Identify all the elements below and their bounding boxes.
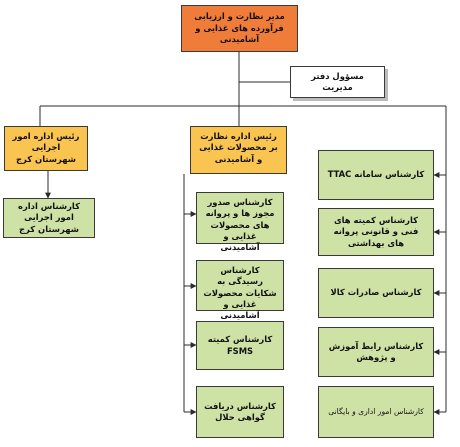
- direct-staff-5-box: کارشناس امور اداری و بایگانی: [318, 386, 434, 438]
- food-staff-1-box: کارشناس صدور مجوز ها و پروانه های محصولا…: [196, 192, 284, 252]
- food-head-label: رئیس اداره نظارت بر محصولات غذایی و آشام…: [199, 131, 278, 164]
- direct-staff-3-label: کارشناس صادرات کالا: [330, 287, 422, 298]
- direct-staff-2-box: کارشناس کمیته های فنی و قانونی پروانه ها…: [318, 208, 434, 256]
- exec-expert-box: کارشناس اداره امور اجرایی شهرستان کرج: [3, 198, 95, 238]
- food-staff-4-label: کارشناس دریافت گواهی حلال: [204, 400, 276, 422]
- direct-staff-3-box: کارشناس صادرات کالا: [318, 268, 434, 318]
- direct-staff-4-label: کارشناس رابط آموزش و پژوهش: [328, 340, 424, 362]
- direct-staff-4-box: کارشناس رابط آموزش و پژوهش: [318, 327, 434, 377]
- exec-head-box: رئیس اداره امور اجرایی شهرستان کرج: [4, 126, 88, 171]
- food-head-box: رئیس اداره نظارت بر محصولات غذایی و آشام…: [190, 126, 287, 174]
- exec-expert-label: کارشناس اداره امور اجرایی شهرستان کرج: [18, 200, 80, 234]
- admin-office-label: مسؤول دفتر مدیریت: [311, 70, 364, 92]
- food-staff-3-label: کارشناس کمیته FSMS: [207, 334, 273, 356]
- exec-head-label: رئیس اداره امور اجرایی شهرستان کرج: [12, 131, 80, 164]
- food-staff-2-box: کارشناس رسیدگی به شکایات محصولات غذایی و…: [196, 260, 284, 320]
- direct-staff-2-label: کارشناس کمیته های فنی و قانونی پروانه ها…: [333, 214, 419, 248]
- direct-staff-5-label: کارشناس امور اداری و بایگانی: [328, 406, 424, 416]
- root-box: مدیر نظارت و ارزیابی فرآورده های غذایی و…: [181, 5, 298, 52]
- direct-staff-1-label: کارشناس سامانه TTAC: [327, 169, 425, 180]
- food-staff-4-box: کارشناس دریافت گواهی حلال: [196, 386, 284, 438]
- admin-office-box: مسؤول دفتر مدیریت: [290, 66, 385, 98]
- food-staff-3-box: کارشناس کمیته FSMS: [196, 321, 284, 370]
- direct-staff-1-box: کارشناس سامانه TTAC: [318, 150, 434, 200]
- food-staff-1-label: کارشناس صدور مجوز ها و پروانه های محصولا…: [205, 197, 275, 253]
- root-label: مدیر نظارت و ارزیابی فرآورده های غذایی و…: [194, 11, 285, 45]
- food-staff-2-label: کارشناس رسیدگی به شکایات محصولات غذایی و…: [203, 265, 277, 321]
